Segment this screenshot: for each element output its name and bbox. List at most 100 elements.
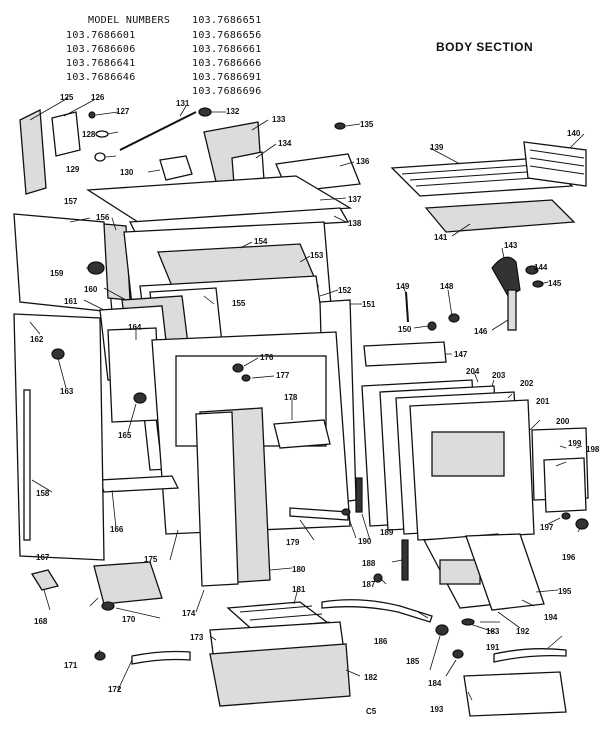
part-183-strip (493, 648, 567, 663)
part-170-knob (101, 601, 115, 611)
part-143-hinge (491, 256, 521, 297)
part-label: 187 (362, 580, 376, 589)
part-179-rail (289, 507, 349, 521)
part-127-screw (88, 111, 96, 119)
part-137-cooktop (85, 175, 353, 223)
part-label: 129 (66, 165, 80, 174)
part-label: 138 (348, 219, 362, 228)
part-171-cap (94, 651, 106, 661)
page-code: C5 (366, 707, 377, 716)
part-label: 177 (276, 371, 290, 380)
part-label: 180 (292, 565, 306, 574)
part-126-bracket (51, 111, 81, 157)
part-label: 162 (30, 335, 44, 344)
part-label: 130 (120, 168, 134, 177)
part-label: 188 (362, 559, 376, 568)
part-label: 200 (556, 417, 570, 426)
model-number: 103.7686691 (192, 72, 262, 83)
part-149-screw (405, 291, 409, 323)
model-number: 103.7686651 (192, 15, 262, 26)
part-label: 152 (338, 286, 352, 295)
part-label: 174 (182, 609, 196, 618)
model-number: 103.7686601 (66, 30, 136, 41)
part-125-side-trim (19, 108, 47, 195)
part-190-screw (341, 508, 351, 516)
part-177-clip (241, 374, 251, 382)
part-150-nut (427, 321, 437, 331)
part-label: 192 (516, 627, 530, 636)
part-label: 136 (356, 157, 370, 166)
part-165-bracket (133, 392, 147, 404)
part-label: 156 (96, 213, 110, 222)
part-194-drawer-window (439, 559, 481, 585)
part-169-drawer-front (93, 561, 163, 605)
part-label: 158 (36, 489, 50, 498)
part-label: 139 (430, 143, 444, 152)
part-label: 179 (286, 538, 300, 547)
part-176-clip (232, 363, 244, 373)
part-label: 184 (428, 679, 442, 688)
part-label: 148 (440, 282, 454, 291)
part-184-cap (452, 649, 464, 659)
part-label: 190 (358, 537, 372, 546)
part-193-drawer-tray (463, 671, 567, 717)
part-label: 196 (562, 553, 576, 562)
part-label: 181 (292, 585, 306, 594)
part-145-hinge-screw (532, 280, 544, 288)
part-168-foot (30, 569, 60, 591)
part-178-wire-rack (273, 419, 331, 449)
part-197-clip (561, 512, 571, 520)
part-label: 186 (374, 637, 388, 646)
model-number: 103.7686606 (66, 44, 136, 55)
part-label: 134 (278, 139, 292, 148)
part-label: 189 (380, 528, 394, 537)
part-label: 165 (118, 431, 132, 440)
part-label: 176 (260, 353, 274, 362)
part-135-clip (334, 122, 346, 130)
part-185-fitting (435, 624, 449, 636)
part-182-drip-tray (209, 643, 351, 707)
part-label: 183 (486, 627, 500, 636)
part-label: 202 (520, 379, 534, 388)
part-label: 172 (108, 685, 122, 694)
part-147-control-bracket (363, 341, 447, 367)
part-label: 125 (60, 93, 74, 102)
part-label: 126 (91, 93, 105, 102)
part-128-clip (95, 130, 109, 138)
part-label: 199 (568, 439, 582, 448)
part-146-spring (507, 289, 517, 331)
part-label: 151 (362, 300, 376, 309)
part-label: 155 (232, 299, 246, 308)
part-label: 203 (492, 371, 506, 380)
part-label: 170 (122, 615, 136, 624)
part-label: 157 (64, 197, 78, 206)
part-label: 167 (36, 553, 50, 562)
part-label: 132 (226, 107, 240, 116)
model-numbers-label: MODEL NUMBERS (88, 15, 171, 26)
model-number: 103.7686641 (66, 58, 136, 69)
part-192-drawer-liner (465, 533, 545, 611)
part-186-gas-tube (321, 599, 433, 623)
part-label: 127 (116, 107, 130, 116)
part-label: 133 (272, 115, 286, 124)
part-130-valve (159, 155, 193, 181)
part-label: 204 (466, 367, 480, 376)
part-131-rod (119, 111, 197, 151)
part-label: 160 (84, 285, 98, 294)
part-label: 128 (82, 130, 96, 139)
part-label: 143 (504, 241, 518, 250)
part-label: 197 (540, 523, 554, 532)
part-label: 201 (536, 397, 550, 406)
part-label: 194 (544, 613, 558, 622)
part-label: 147 (454, 350, 468, 359)
part-132-knob (198, 107, 212, 117)
model-number: 103.7686646 (66, 72, 136, 83)
part-174-panel-face (195, 411, 239, 587)
part-label: 145 (548, 279, 562, 288)
part-label: 141 (434, 233, 448, 242)
part-158-handle (23, 389, 31, 541)
part-label: 175 (144, 555, 158, 564)
part-label: 171 (64, 661, 78, 670)
part-163-knob (51, 348, 65, 360)
part-201-door-window (431, 431, 505, 477)
